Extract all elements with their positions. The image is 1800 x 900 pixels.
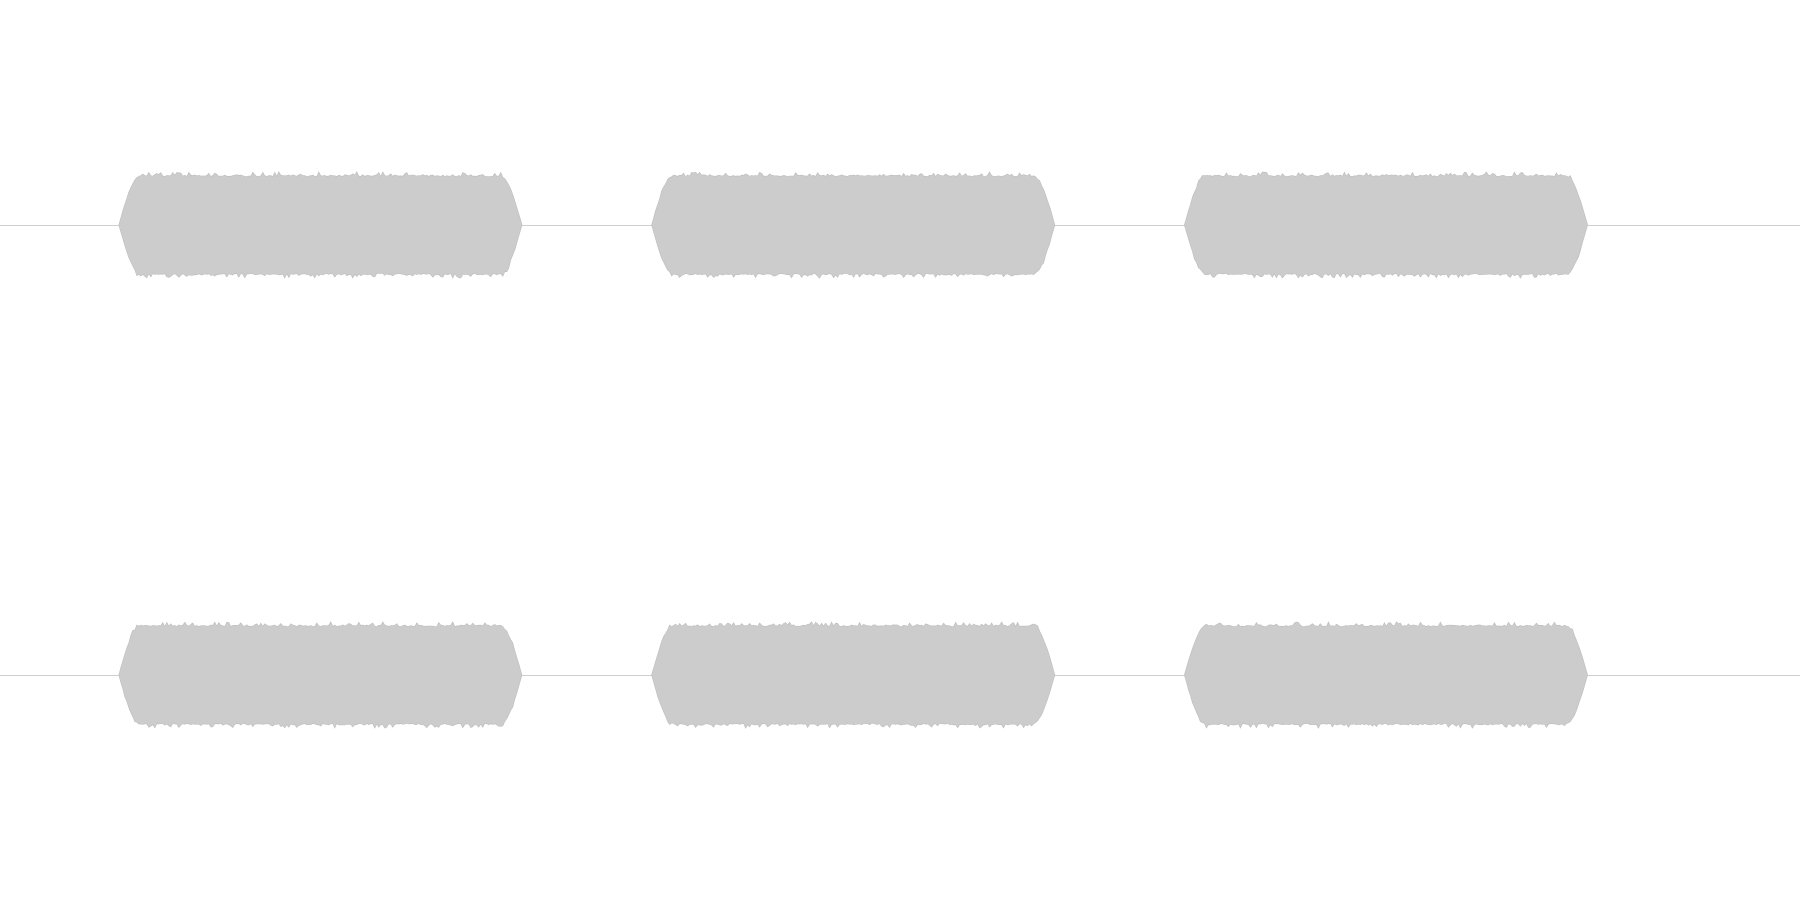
waveform-burst	[118, 171, 523, 279]
waveform-burst	[1184, 171, 1588, 279]
waveform-burst	[651, 171, 1056, 279]
waveform-burst	[118, 621, 523, 729]
channel-2-waveform	[0, 621, 1800, 729]
channel-1-waveform	[0, 171, 1800, 279]
waveform-burst	[1184, 621, 1588, 729]
waveform-burst	[651, 621, 1056, 729]
